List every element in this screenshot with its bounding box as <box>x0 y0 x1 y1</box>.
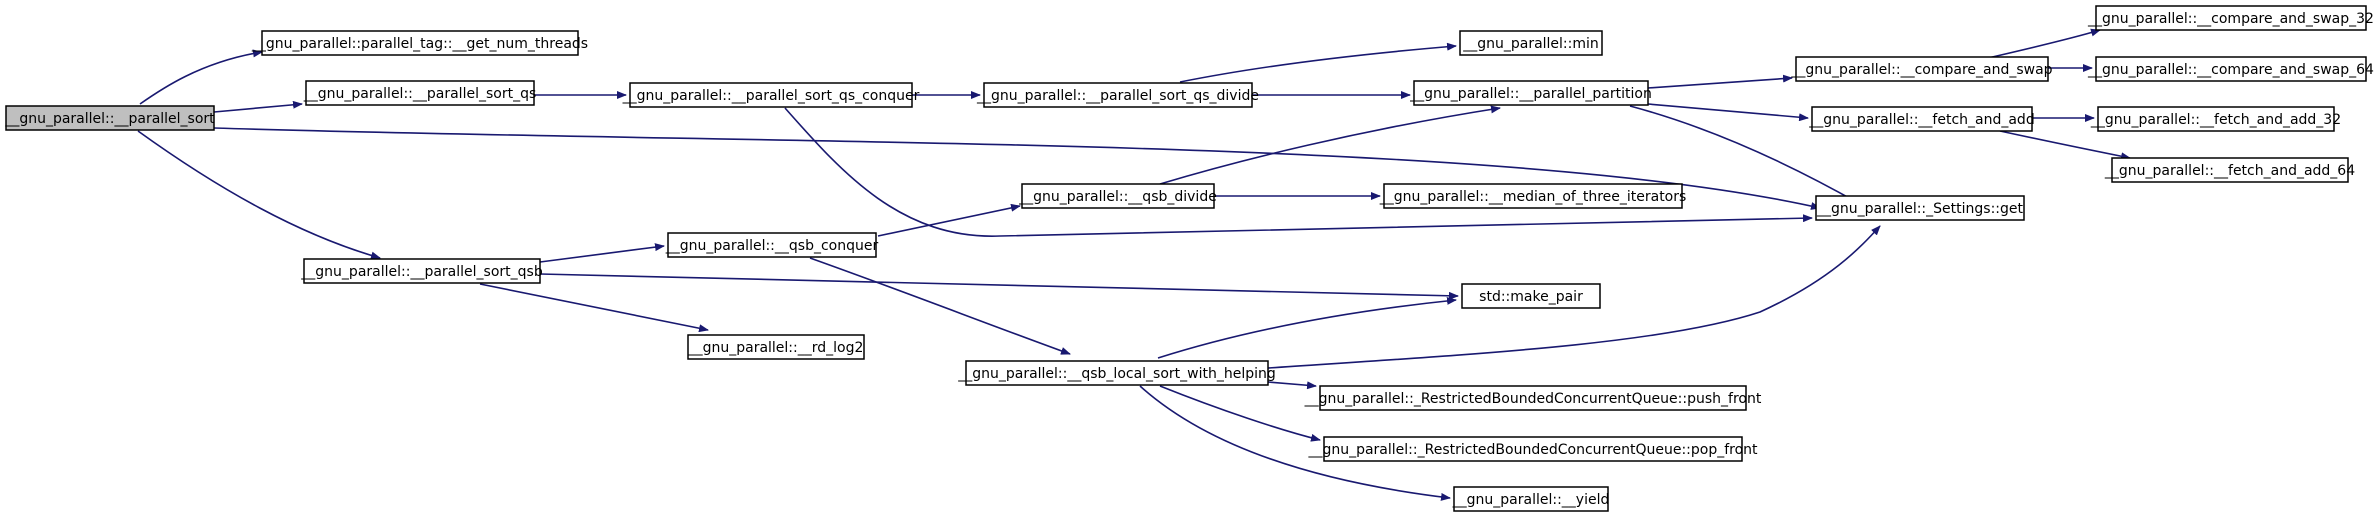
label-fetch-and-add-32: __gnu_parallel::__fetch_and_add_32 <box>2090 112 2341 128</box>
node-fetch-and-add[interactable]: __gnu_parallel::__fetch_and_add <box>1808 106 2035 132</box>
node-push-front[interactable]: __gnu_parallel::_RestrictedBoundedConcur… <box>1304 385 1762 411</box>
edge-conquer-to-settings-get <box>784 107 1813 237</box>
edge-qsb-to-make-pair <box>539 273 1459 300</box>
edge-local-sort-to-settings-get <box>1267 225 1881 369</box>
edge-fetch-and-add-to-64 <box>1999 130 2131 161</box>
label-fetch-and-add-64: __gnu_parallel::__fetch_and_add_64 <box>2104 163 2355 179</box>
node-fetch-and-add-32[interactable]: __gnu_parallel::__fetch_and_add_32 <box>2090 106 2341 132</box>
label-fetch-and-add: __gnu_parallel::__fetch_and_add <box>1808 112 2034 128</box>
node-min[interactable]: __gnu_parallel::min <box>1459 30 1603 56</box>
node-pop-front[interactable]: __gnu_parallel::_RestrictedBoundedConcur… <box>1307 436 1758 462</box>
node-compare-and-swap-32[interactable]: __gnu_parallel::__compare_and_swap_32 <box>2087 5 2374 31</box>
node-fetch-and-add-64[interactable]: __gnu_parallel::__fetch_and_add_64 <box>2104 157 2355 183</box>
node-median-of-three-iterators[interactable]: __gnu_parallel::__median_of_three_iterat… <box>1379 183 1687 209</box>
edge-qsb-to-rd-log2 <box>479 283 709 333</box>
node-qsb-local-sort-with-helping[interactable]: __gnu_parallel::__qsb_local_sort_with_he… <box>957 360 1276 386</box>
node-qsb-divide[interactable]: __gnu_parallel::__qsb_divide <box>1018 183 1217 209</box>
node-parallel-sort-qsb[interactable]: __gnu_parallel::__parallel_sort_qsb <box>300 258 543 284</box>
edge-qsb-conquer-to-local-sort <box>809 257 1071 355</box>
label-pop-front: __gnu_parallel::_RestrictedBoundedConcur… <box>1307 442 1758 458</box>
node-compare-and-swap-64[interactable]: __gnu_parallel::__compare_and_swap_64 <box>2087 56 2374 82</box>
edge-parallel-sort-to-settings-get <box>213 127 1821 210</box>
label-settings-get: __gnu_parallel::_Settings::get <box>1816 201 2024 217</box>
edge-local-sort-to-pop-front <box>1159 385 1321 442</box>
edge-qs-divide-to-min <box>1179 42 1457 83</box>
edge-qsb-conquer-to-qsb-divide <box>877 203 1021 237</box>
label-rd-log2: __gnu_parallel::__rd_log2 <box>688 340 864 356</box>
label-qsb-divide: __gnu_parallel::__qsb_divide <box>1018 189 1217 205</box>
node-yield[interactable]: __gnu_parallel::__yield <box>1452 486 1610 512</box>
label-parallel-partition: __gnu_parallel::__parallel_partition <box>1409 86 1652 102</box>
node-settings-get[interactable]: __gnu_parallel::_Settings::get <box>1815 195 2025 221</box>
label-parallel-sort-qs-conquer: __gnu_parallel::__parallel_sort_qs_conqu… <box>622 88 920 104</box>
edge-qsb-to-qsb-conquer <box>539 243 665 263</box>
label-compare-and-swap-64: __gnu_parallel::__compare_and_swap_64 <box>2087 62 2374 78</box>
label-parallel-sort-qsb: __gnu_parallel::__parallel_sort_qsb <box>300 264 543 280</box>
node-compare-and-swap[interactable]: __gnu_parallel::__compare_and_swap <box>1790 56 2053 82</box>
edge-parallel-sort-to-parallel-sort-qsb <box>137 130 381 260</box>
label-median-of-three-iterators: __gnu_parallel::__median_of_three_iterat… <box>1379 189 1687 205</box>
node-qsb-conquer[interactable]: __gnu_parallel::__qsb_conquer <box>665 232 879 258</box>
label-compare-and-swap-32: __gnu_parallel::__compare_and_swap_32 <box>2087 11 2374 27</box>
edge-local-sort-to-make-pair <box>1157 296 1457 359</box>
edge-parallel-sort-to-parallel-sort-qs <box>213 100 303 113</box>
label-compare-and-swap: __gnu_parallel::__compare_and_swap <box>1790 62 2052 78</box>
label-qsb-conquer: __gnu_parallel::__qsb_conquer <box>665 238 879 254</box>
nodes: __gnu_parallel::__parallel_sort __gnu_pa… <box>4 5 2374 512</box>
label-parallel-sort: __gnu_parallel::__parallel_sort <box>4 111 215 127</box>
edge-compare-and-swap-to-32 <box>1987 28 2101 59</box>
label-get-num-threads: __gnu_parallel::parallel_tag::__get_num_… <box>251 36 588 52</box>
label-min: __gnu_parallel::min <box>1462 36 1599 52</box>
label-parallel-sort-qs: __gnu_parallel::__parallel_sort_qs <box>303 86 537 102</box>
node-make-pair[interactable]: std::make_pair <box>1461 283 1601 309</box>
node-parallel-sort[interactable]: __gnu_parallel::__parallel_sort <box>4 105 215 131</box>
node-get-num-threads[interactable]: __gnu_parallel::parallel_tag::__get_num_… <box>251 30 588 56</box>
node-parallel-sort-qs-conquer[interactable]: __gnu_parallel::__parallel_sort_qs_conqu… <box>622 82 920 108</box>
label-yield: __gnu_parallel::__yield <box>1452 492 1610 508</box>
node-parallel-sort-qs[interactable]: __gnu_parallel::__parallel_sort_qs <box>303 80 537 106</box>
edge-parallel-sort-to-get-num-threads <box>139 49 263 105</box>
edge-qsb-divide-to-parallel-partition <box>1159 105 1501 185</box>
label-qsb-local-sort-with-helping: __gnu_parallel::__qsb_local_sort_with_he… <box>957 366 1276 382</box>
edge-partition-to-settings-get <box>1629 105 1861 205</box>
node-parallel-sort-qs-divide[interactable]: __gnu_parallel::__parallel_sort_qs_divid… <box>976 82 1259 108</box>
label-push-front: __gnu_parallel::_RestrictedBoundedConcur… <box>1304 391 1762 407</box>
edge-partition-to-fetch-and-add <box>1647 103 1809 122</box>
edge-local-sort-to-push-front <box>1267 381 1317 390</box>
label-make-pair: std::make_pair <box>1479 289 1583 305</box>
edge-local-sort-to-yield <box>1139 385 1451 501</box>
node-parallel-partition[interactable]: __gnu_parallel::__parallel_partition <box>1409 80 1652 106</box>
edge-partition-to-compare-and-swap <box>1647 74 1793 89</box>
node-rd-log2[interactable]: __gnu_parallel::__rd_log2 <box>687 334 865 360</box>
label-parallel-sort-qs-divide: __gnu_parallel::__parallel_sort_qs_divid… <box>976 88 1259 104</box>
